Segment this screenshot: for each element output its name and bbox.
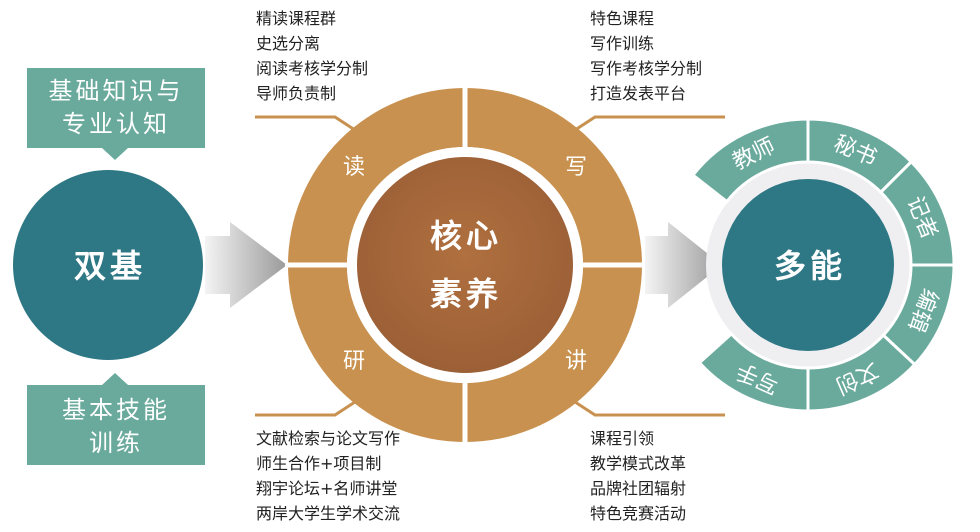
notes-speak: 课程引领 教学模式改革 品牌社团辐射 特色竞赛活动	[590, 429, 686, 523]
ring-research: 研	[343, 349, 365, 374]
note-speak-3: 品牌社团辐射	[590, 479, 686, 498]
core-ring	[285, 85, 645, 445]
top-box-line-1: 基础知识与	[49, 77, 184, 105]
note-write-2: 写作训练	[590, 34, 654, 53]
role-segment	[697, 331, 810, 413]
note-write-3: 写作考核学分制	[590, 59, 702, 78]
note-read-4: 导师负责制	[256, 84, 336, 103]
connector-write	[571, 115, 725, 134]
core-line-2: 素养	[430, 275, 502, 313]
duoneng-circle	[722, 179, 894, 351]
duoneng-label: 多能	[774, 247, 846, 285]
bottom-box-line-2: 训练	[89, 429, 143, 457]
top-box-line-2: 专业认知	[62, 110, 170, 138]
bottom-box-skills: 基本技能 训练	[27, 373, 205, 465]
core-line-1: 核心	[430, 217, 502, 255]
note-read-3: 阅读考核学分制	[256, 59, 368, 78]
note-speak-4: 特色竞赛活动	[590, 504, 686, 523]
connector-read	[255, 115, 359, 134]
note-read-1: 精读课程群	[256, 9, 336, 28]
note-research-1: 文献检索与论文写作	[256, 429, 400, 448]
ring-speak: 讲	[565, 349, 587, 374]
note-speak-2: 教学模式改革	[590, 454, 686, 473]
note-research-3: 翔宇论坛+名师讲堂	[256, 479, 397, 498]
bottom-box-line-1: 基本技能	[62, 396, 170, 424]
arrow-right-icon	[205, 222, 287, 308]
notes-read: 精读课程群 史选分离 阅读考核学分制 导师负责制	[256, 9, 368, 103]
notes-write: 特色课程 写作训练 写作考核学分制 打造发表平台	[590, 9, 702, 103]
note-write-1: 特色课程	[590, 9, 654, 28]
note-read-2: 史选分离	[256, 34, 320, 53]
ring-write: 写	[565, 155, 587, 180]
top-box-knowledge: 基础知识与 专业认知	[27, 68, 205, 160]
connector-research	[255, 398, 359, 417]
note-write-4: 打造发表平台	[590, 84, 686, 103]
note-research-2: 师生合作+项目制	[256, 454, 381, 473]
note-speak-1: 课程引领	[590, 429, 654, 448]
connector-speak	[571, 398, 725, 417]
arrow-right-icon-2	[645, 222, 722, 308]
shuangji-label: 双基	[74, 247, 146, 285]
notes-research: 文献检索与论文写作 师生合作+项目制 翔宇论坛+名师讲堂 两岸大学生学术交流	[256, 429, 400, 523]
ring-read: 读	[343, 155, 365, 180]
shuangji-circle	[13, 170, 203, 360]
core-circle	[357, 157, 573, 373]
note-research-4: 两岸大学生学术交流	[256, 504, 400, 523]
role-segments: 教师秘书记者编辑文创写手	[690, 117, 956, 413]
